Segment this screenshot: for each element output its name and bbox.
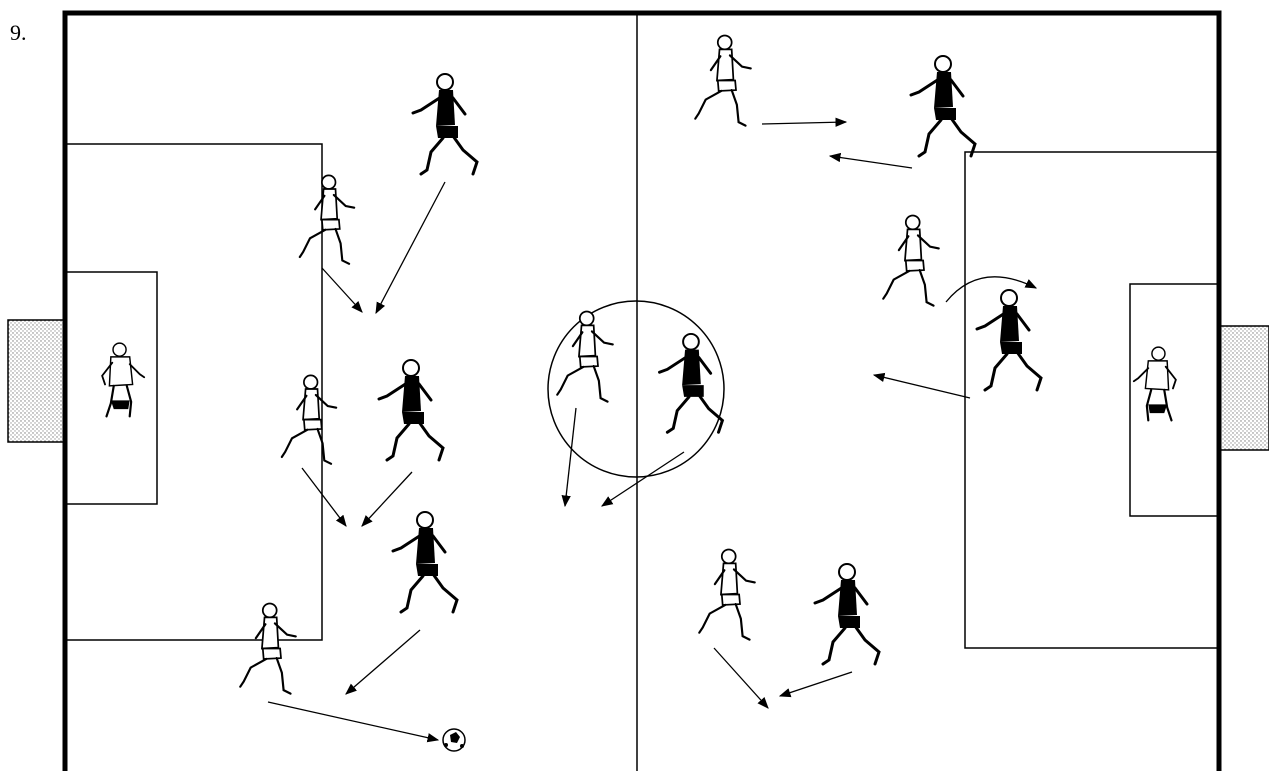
arrow-light-bottom-right-run — [713, 647, 769, 709]
dark-player-bottom-right — [813, 562, 881, 666]
light-player-bottom-right — [698, 548, 756, 641]
right-penalty-area — [964, 151, 1220, 649]
dark-player-top-right — [909, 54, 977, 158]
arrow-dark-top-right-run — [828, 152, 913, 169]
arrow-dark-bottom-right-run — [778, 671, 853, 698]
arrow-dark-top-left-run — [375, 181, 446, 315]
arrow-dark-mid-right-run — [872, 372, 971, 399]
arrow-dark-center-run — [601, 451, 685, 507]
dark-player-top-left — [411, 72, 479, 176]
dark-player-mid-right — [975, 288, 1043, 392]
dark-player-center-circle — [657, 332, 725, 434]
right-goal — [1219, 325, 1269, 451]
soccer-ball — [442, 728, 466, 752]
figure-number: 9. — [10, 20, 27, 45]
arrow-dark-mid-left-run — [361, 471, 413, 527]
light-player-top-right — [694, 34, 752, 127]
left-penalty-area — [64, 143, 323, 641]
light-player-mid-left — [280, 374, 338, 465]
light-player-bottom-left — [239, 602, 297, 695]
arrow-dark-lower-left-run — [345, 629, 421, 695]
left-goal — [7, 319, 67, 443]
arrow-light-mid-left-run — [301, 467, 347, 527]
dark-player-mid-left — [377, 358, 445, 462]
arrow-light-top-right-run — [761, 117, 848, 127]
arrow-light-top-left-run — [321, 267, 363, 313]
arrow-pass-to-ball — [267, 701, 440, 743]
left-goal-area — [64, 271, 158, 505]
center-circle — [547, 300, 725, 478]
light-player-center-circle — [556, 310, 614, 403]
arrow-light-center-run — [561, 407, 577, 508]
pitch-boundary — [62, 10, 1222, 771]
left-goalkeeper — [100, 341, 146, 418]
right-goal-area — [1129, 283, 1220, 517]
light-player-mid-right — [882, 214, 940, 307]
dark-player-lower-left — [391, 510, 459, 614]
right-goalkeeper — [1132, 345, 1178, 422]
light-player-top-left — [298, 174, 356, 265]
arrow-light-mid-right-curve — [945, 276, 1038, 303]
